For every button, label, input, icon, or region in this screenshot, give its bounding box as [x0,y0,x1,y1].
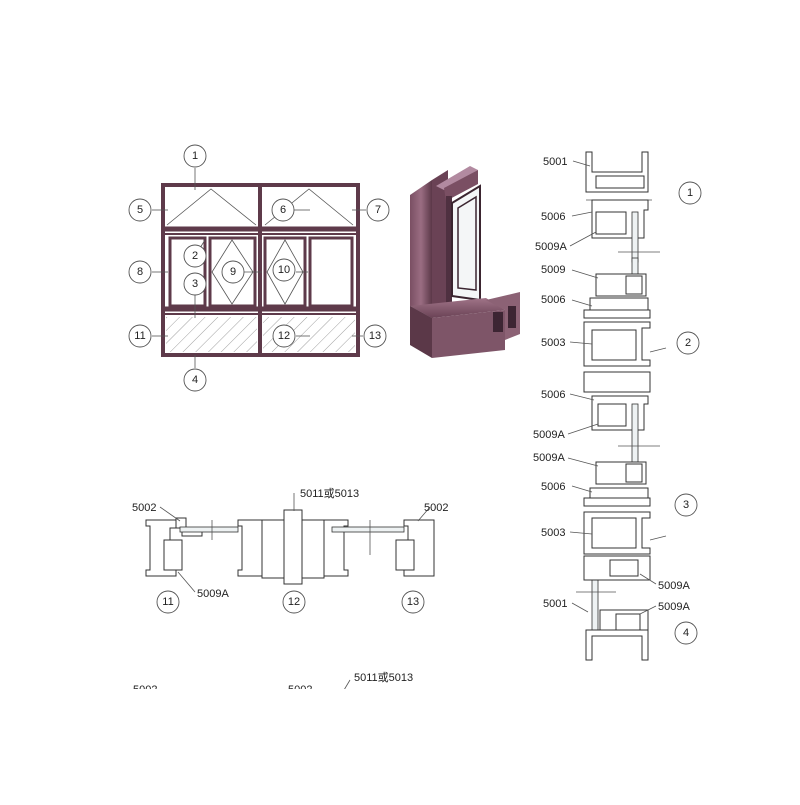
callout-7: 7 [366,198,390,222]
label-5002-left: 5002 [132,502,156,514]
callout-4: 4 [183,368,207,392]
svg-text:2: 2 [192,250,198,262]
glass-pane-right [331,526,405,533]
callout-6: 6 [271,198,295,222]
svg-text:2: 2 [685,337,691,349]
open-direction-top-left [166,188,257,226]
callout-section-11: 11 [156,590,180,614]
svg-text:10: 10 [278,264,290,276]
elevation-callouts: 1 5 6 7 2 8 9 10 3 11 12 13 4 [128,144,390,392]
vertical-section: 5001 5006 5009A 5009 5006 5003 5006 5009… [533,151,702,661]
horizontal-section: 5002 5011或5013 5002 5009A 11 12 13 [132,487,448,614]
open-direction-sash-10 [266,239,304,305]
callout-section-12: 12 [282,590,306,614]
svg-text:1: 1 [687,187,693,199]
callout-1: 1 [183,144,207,168]
glass-pane-left [179,526,239,533]
svg-text:12: 12 [278,330,290,342]
label-5003-a: 5003 [541,337,565,349]
label-5009a-a: 5009A [535,241,567,253]
callout-vsection-2: 2 [676,331,700,355]
label-5009a-d: 5009A [658,580,690,592]
label-5006-a: 5006 [541,211,565,223]
svg-text:6: 6 [280,204,286,216]
callout-12: 12 [272,324,296,348]
svg-text:4: 4 [192,374,198,386]
svg-text:13: 13 [407,596,419,608]
label-5009a: 5009A [197,588,229,600]
svg-text:3: 3 [683,499,689,511]
label-5006-d: 5006 [541,481,565,493]
open-direction-sash-9 [211,239,254,305]
svg-text:1: 1 [192,150,198,162]
callout-9: 9 [221,260,245,284]
page-crop-mask [0,689,800,800]
window-elevation [152,168,366,368]
svg-text:8: 8 [137,266,143,278]
label-5001-top: 5001 [543,156,567,168]
label-5003-b: 5003 [541,527,565,539]
label-5011-5013: 5011或5013 [300,487,359,500]
label-5009a-b: 5009A [533,429,565,441]
label-5009a-c: 5009A [533,452,565,464]
callout-8: 8 [128,260,152,284]
callout-2: 2 [183,244,207,268]
fixed-panel-hatch-left [166,317,257,352]
svg-text:9: 9 [230,266,236,278]
label-5002-right: 5002 [424,502,448,514]
label-5009: 5009 [541,264,565,276]
callout-vsection-3: 3 [674,493,698,517]
svg-text:13: 13 [369,330,381,342]
svg-text:12: 12 [288,596,300,608]
label-5006-b: 5006 [541,294,565,306]
callout-section-13: 13 [401,590,425,614]
svg-text:11: 11 [162,596,173,608]
callout-3: 3 [183,272,207,296]
callout-10: 10 [272,258,296,282]
callout-11: 11 [128,324,152,348]
svg-text:11: 11 [134,330,145,342]
callout-vsection-1: 1 [678,181,702,205]
callout-13: 13 [363,324,387,348]
svg-text:5: 5 [137,204,143,216]
svg-text:3: 3 [192,278,198,290]
callout-5: 5 [128,198,152,222]
profile-3d-render [410,166,520,358]
svg-text:7: 7 [375,204,381,216]
svg-text:4: 4 [683,627,689,639]
label-5006-c: 5006 [541,389,565,401]
mullion-5011-5013 [283,509,303,585]
label-5011-5013-cut: 5011或5013 [354,671,413,684]
label-5001-bottom: 5001 [543,598,567,610]
callout-vsection-4: 4 [674,621,698,645]
label-5009a-e: 5009A [658,601,690,613]
